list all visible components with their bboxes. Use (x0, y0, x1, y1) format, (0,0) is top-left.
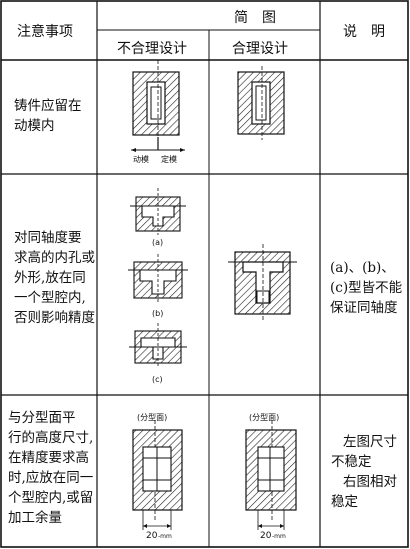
row2-note-line: 外形,放在同 (14, 270, 86, 286)
label-fixed-mold: 定模 (161, 155, 177, 164)
row3-desc-line: 右图相对 (343, 474, 397, 490)
row3-note-line: 个型腔内,或留 (8, 490, 94, 506)
dimension-bad-value: 20 (146, 531, 158, 541)
row2-desc-line: (a)、(b)、 (330, 260, 395, 276)
mold-diagram-good-row3 (245, 420, 297, 530)
row1-note-line: 铸件应留在 (14, 98, 82, 114)
label-variant-b: (b) (152, 309, 164, 318)
header-good-design: 合理设计 (232, 41, 288, 57)
dimension-good-tolerance: -mm (272, 533, 286, 540)
mold-diagram-bad-a (130, 188, 186, 235)
row2-note-line: 求高的内孔或 (14, 250, 95, 266)
row3-description: 左图尺寸 不稳定 右图相对 稳定 (331, 432, 397, 512)
mold-diagram-bad-row1 (131, 60, 185, 152)
label-variant-a: (a) (152, 238, 164, 247)
row3-desc-line: 左图尺寸 (343, 434, 397, 450)
row3-note-line: 时,应放在同一 (8, 470, 94, 486)
mold-diagram-good-row2 (228, 244, 297, 322)
row3-note-line: 在精度要求高 (8, 450, 89, 466)
dimension-good-value: 20 (260, 531, 272, 541)
row1-note: 铸件应留在 动模内 (14, 96, 82, 136)
header-bad-design: 不合理设计 (117, 41, 187, 57)
dimension-bad-tolerance: -mm (158, 533, 172, 540)
row3-desc-line: 稳定 (331, 494, 358, 510)
mold-diagram-bad-c (129, 323, 187, 368)
row3-note-line: 与分型面平 (8, 410, 76, 426)
row2-note: 对同轴度要 求高的内孔或 外形,放在同 一个型腔内, 否则影响精度 (14, 228, 95, 328)
header-description: 说 明 (343, 24, 385, 40)
mold-diagram-good-row1 (237, 66, 285, 140)
row3-note-line: 行的高度尺寸, (8, 430, 94, 446)
row2-desc-line: 保证同轴度 (330, 300, 398, 316)
mold-diagram-bad-row3 (132, 420, 183, 530)
row3-note: 与分型面平 行的高度尺寸, 在精度要求高 时,应放在同一 个型腔内,或留 加工余… (8, 408, 93, 528)
row2-note-line: 一个型腔内, (14, 290, 86, 306)
header-figure: 简 图 (234, 10, 276, 26)
row2-desc-line: (c)型皆不能 (330, 280, 403, 296)
row2-note-line: 对同轴度要 (14, 230, 82, 246)
label-parting-plane-good: (分型面) (249, 413, 280, 422)
mold-diagram-bad-b (128, 254, 188, 303)
row3-note-line: 加工余量 (8, 510, 62, 526)
label-variant-c: (c) (152, 375, 163, 384)
row2-description: (a)、(b)、 (c)型皆不能 保证同轴度 (330, 258, 402, 318)
row3-desc-line: 不稳定 (331, 454, 372, 470)
label-moving-mold: 动模 (133, 155, 149, 164)
row1-note-line: 动模内 (14, 118, 55, 134)
label-parting-plane-bad: (分型面) (137, 413, 168, 422)
row2-note-line: 否则影响精度 (14, 310, 95, 326)
header-notes: 注意事项 (17, 24, 73, 40)
